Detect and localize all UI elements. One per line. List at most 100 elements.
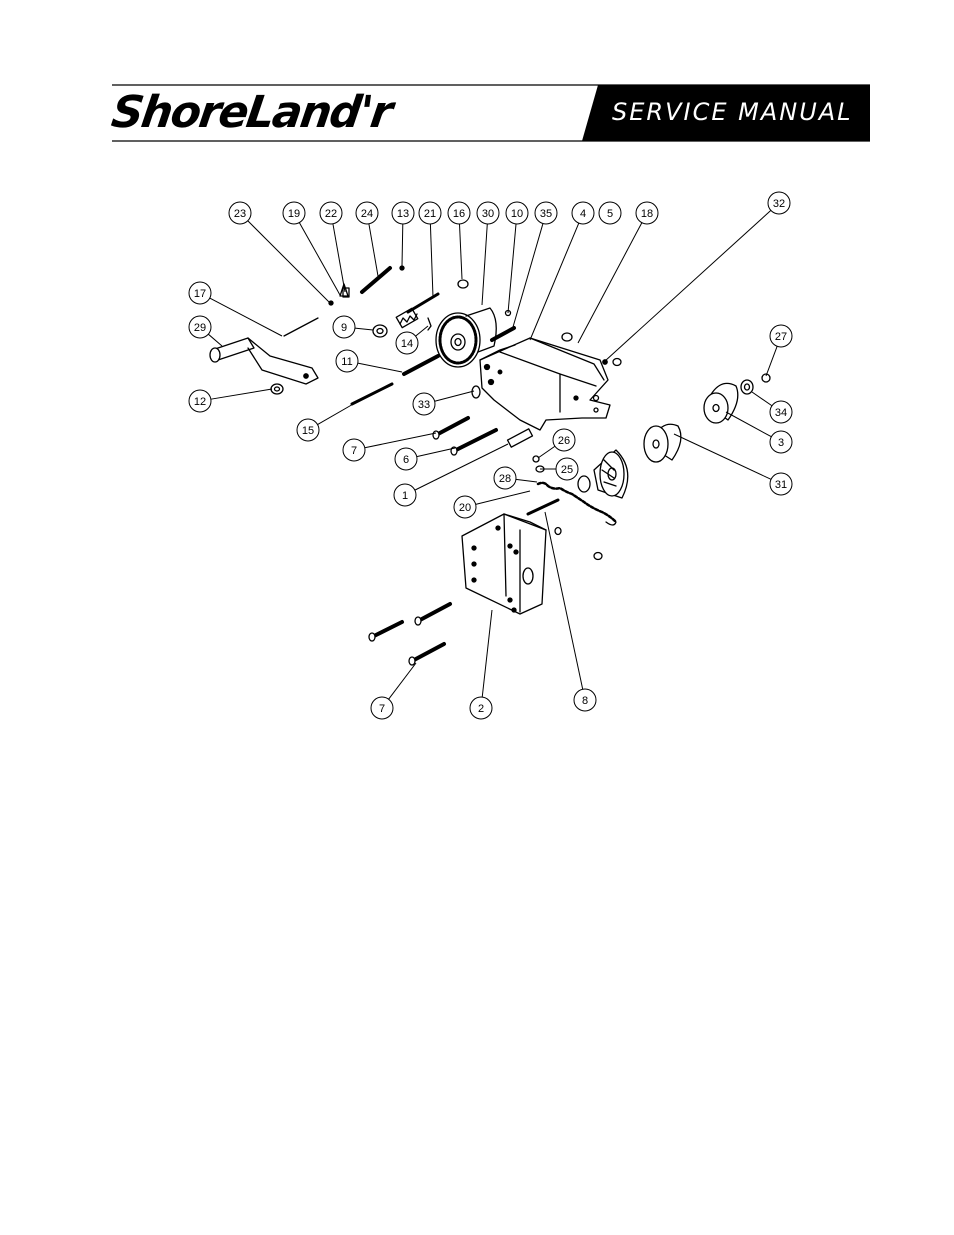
leader-line-11 xyxy=(357,362,403,373)
callout-1: 1 xyxy=(393,483,417,507)
callout-number: 7 xyxy=(379,703,385,715)
callout-number: 3 xyxy=(778,437,784,449)
callout-32: 32 xyxy=(767,191,791,215)
callout-circle xyxy=(453,495,477,519)
callout-number: 31 xyxy=(775,479,787,491)
callout-25: 25 xyxy=(555,457,579,481)
callout-30: 30 xyxy=(476,201,500,225)
callout-circle xyxy=(493,466,517,490)
callout-circle xyxy=(418,201,442,225)
callout-33: 33 xyxy=(412,392,436,416)
callout-circle xyxy=(598,201,622,225)
leader-line-16 xyxy=(458,223,463,280)
callout-number: 12 xyxy=(194,396,206,408)
callout-10: 10 xyxy=(505,201,529,225)
washer-small xyxy=(328,300,334,306)
callout-31: 31 xyxy=(769,472,793,496)
callout-circle xyxy=(505,201,529,225)
callout-number: 14 xyxy=(401,338,413,350)
callout-number: 26 xyxy=(558,435,570,447)
callout-21: 21 xyxy=(418,201,442,225)
callout-number: 11 xyxy=(341,356,352,368)
callout-circle xyxy=(282,201,306,225)
callout-11: 11 xyxy=(335,349,359,373)
leader-line-34 xyxy=(751,391,773,407)
leader-line-22 xyxy=(332,223,346,293)
callout-circle xyxy=(355,201,379,225)
callout-34: 34 xyxy=(769,400,793,424)
callout-number: 1 xyxy=(402,490,408,502)
callout-circle xyxy=(391,201,415,225)
drum-shaft xyxy=(402,354,440,376)
leader-line-8 xyxy=(544,511,584,690)
callout-circle xyxy=(393,483,417,507)
leader-line-17 xyxy=(209,297,283,337)
leader-line-1 xyxy=(414,443,509,491)
leader-line-21 xyxy=(429,223,434,298)
washer-26 xyxy=(532,455,540,463)
callout-28: 28 xyxy=(493,466,517,490)
callout-number: 7 xyxy=(351,445,357,457)
cotter-pin xyxy=(283,317,319,337)
leader-line-32 xyxy=(604,210,772,362)
callout-circle xyxy=(332,315,356,339)
callout-number: 22 xyxy=(325,208,337,220)
callout-4: 4 xyxy=(571,201,595,225)
callout-27: 27 xyxy=(769,324,793,348)
leader-line-35 xyxy=(512,223,544,328)
callout-number: 2 xyxy=(478,703,484,715)
callout-number: 34 xyxy=(775,407,787,419)
leader-line-3 xyxy=(725,411,772,438)
callout-circle xyxy=(319,201,343,225)
callout-circle xyxy=(335,349,359,373)
hex-nut xyxy=(612,357,622,367)
leader-line-15 xyxy=(317,402,356,425)
nut-small xyxy=(602,359,608,365)
leader-line-24 xyxy=(368,223,379,277)
callout-number: 13 xyxy=(397,208,409,220)
callout-18: 18 xyxy=(635,201,659,225)
callout-number: 28 xyxy=(499,473,511,485)
callout-9: 9 xyxy=(332,315,356,339)
leader-line-12 xyxy=(210,388,273,400)
header-frame xyxy=(112,84,870,142)
callout-circle xyxy=(447,201,471,225)
crank-handle xyxy=(209,337,319,385)
spacer xyxy=(399,265,405,271)
callout-5: 5 xyxy=(598,201,622,225)
callout-circle xyxy=(188,315,212,339)
callout-number: 6 xyxy=(403,454,409,466)
callout-7: 7 xyxy=(370,696,394,720)
leader-line-7 xyxy=(388,662,417,700)
callout-12: 12 xyxy=(188,389,212,413)
retaining-ring xyxy=(427,317,432,331)
callout-number: 4 xyxy=(580,208,586,220)
callout-15: 15 xyxy=(296,418,320,442)
leader-line-4 xyxy=(529,222,580,341)
mounting-bolts xyxy=(368,602,452,666)
callout-number: 10 xyxy=(511,208,523,220)
shaft-pin xyxy=(360,266,392,294)
callout-16: 16 xyxy=(447,201,471,225)
roller-hubs xyxy=(643,373,771,463)
callout-35: 35 xyxy=(534,201,558,225)
washer xyxy=(457,279,469,289)
callout-circle xyxy=(469,696,493,720)
leader-line-30 xyxy=(481,223,488,306)
callout-number: 18 xyxy=(641,208,653,220)
callout-number: 21 xyxy=(424,208,436,220)
leader-line-26 xyxy=(537,445,556,459)
callout-circle xyxy=(769,472,793,496)
callout-circle xyxy=(228,201,252,225)
callout-24: 24 xyxy=(355,201,379,225)
leader-line-2 xyxy=(481,609,493,698)
callout-number: 35 xyxy=(540,208,552,220)
callout-circle xyxy=(573,688,597,712)
leader-line-20 xyxy=(475,490,531,505)
callout-6: 6 xyxy=(394,447,418,471)
leader-line-7 xyxy=(364,432,437,449)
callout-number: 25 xyxy=(561,464,573,476)
exploded-parts-diagram: 2319222413211630103545183217299141127123… xyxy=(188,191,793,720)
callout-3: 3 xyxy=(769,430,793,454)
